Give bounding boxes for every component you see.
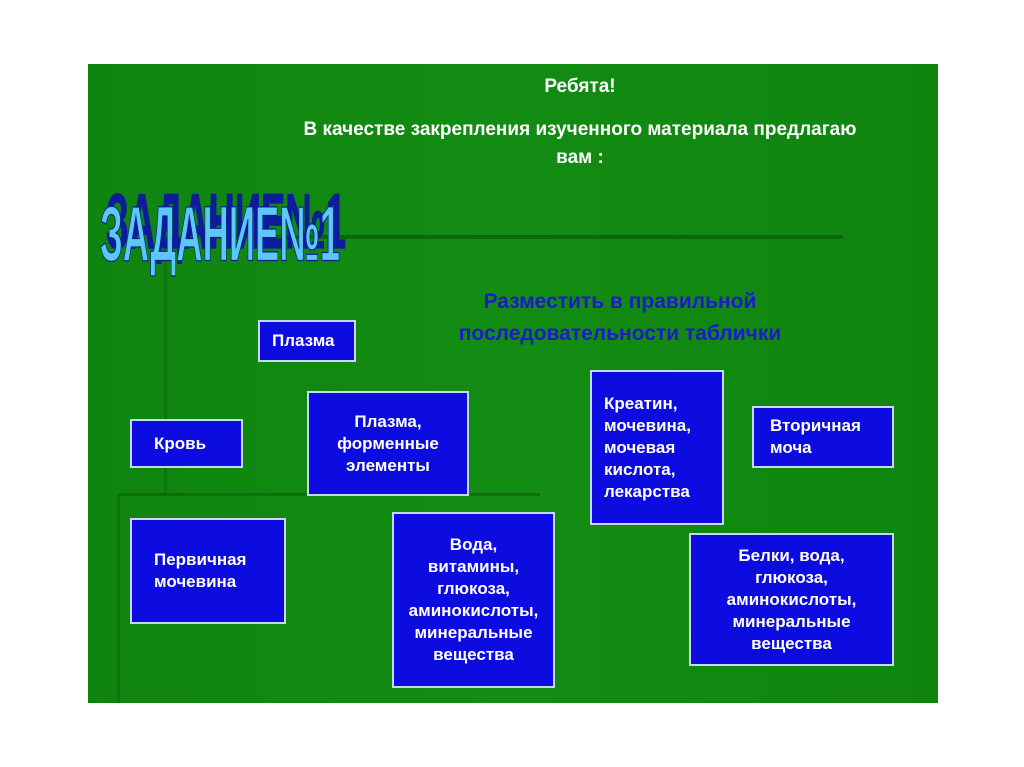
card-water-vitamins[interactable]: Вода, витамины, глюкоза, аминокислоты, м…	[392, 512, 555, 688]
task-title-wordart: ЗАДАНИЕ№1	[99, 189, 340, 277]
divider-line	[117, 495, 120, 703]
intro-text: В качестве закрепления изученного матери…	[303, 119, 857, 168]
card-primary-urea[interactable]: Первичная мочевина	[130, 518, 286, 624]
card-creatine[interactable]: Креатин, мочевина, мочевая кислота, лека…	[590, 370, 724, 525]
greeting: Ребята!	[544, 76, 616, 97]
card-blood[interactable]: Кровь	[130, 419, 243, 468]
divider-line	[164, 237, 167, 495]
wordart-text: ЗАДАНИЕ№1	[100, 190, 340, 277]
card-plasma[interactable]: Плазма	[258, 320, 356, 362]
divider-line	[165, 235, 843, 239]
card-proteins-water[interactable]: Белки, вода, глюкоза, аминокислоты, мине…	[689, 533, 894, 666]
card-plasma-formed-elements[interactable]: Плазма, форменные элементы	[307, 391, 469, 496]
card-secondary-urine[interactable]: Вторичная моча	[752, 406, 894, 468]
instruction-text: Разместить в правильной последовательнос…	[458, 290, 782, 345]
